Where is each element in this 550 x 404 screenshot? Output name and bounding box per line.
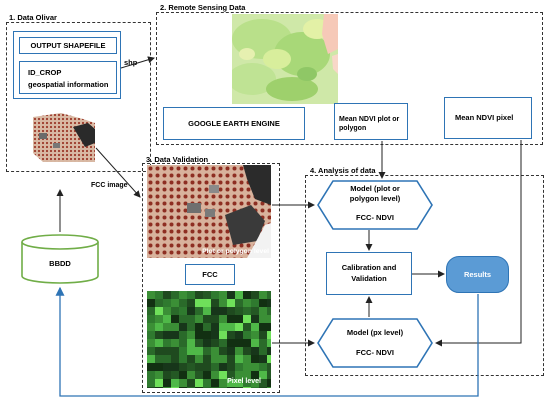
output-shapefile-title-text: OUTPUT SHAPEFILE — [30, 41, 106, 50]
section-data-olivar — [6, 22, 151, 172]
database-icon — [21, 234, 99, 284]
edge-label-fcc-image: FCC image — [91, 182, 128, 189]
section-label-data-validation: 3. Data Validation — [146, 155, 209, 164]
model-px-subtitle: FCC- NDVI — [356, 348, 394, 357]
fcc-box: FCC — [185, 264, 235, 285]
bbdd-label: BBDD — [49, 258, 71, 268]
ndvi-map-image — [232, 14, 338, 104]
model-plot-subtitle: FCC- NDVI — [356, 213, 394, 222]
google-earth-engine-box: GOOGLE EARTH ENGINE — [163, 107, 305, 140]
plot-level-image: Plot or polygon level — [147, 165, 271, 258]
model-plot-level: Model (plot or polygon level) FCC- NDVI — [317, 180, 433, 230]
pixel-level-caption: Pixel level — [227, 378, 261, 385]
mean-ndvi-pixel-label: Mean NDVI pixel — [455, 113, 514, 122]
output-shapefile-title: OUTPUT SHAPEFILE — [19, 37, 117, 54]
mean-ndvi-plot-box: Mean NDVI plot or polygon — [334, 103, 408, 140]
section-label-analysis: 4. Analysis of data — [310, 166, 376, 175]
calibration-validation-box: Calibration and Validation — [326, 252, 412, 295]
section-label-data-olivar: 1. Data Olivar — [9, 13, 57, 22]
edge-label-shp: shp — [124, 58, 138, 67]
model-plot-title: Model (plot or polygon level) — [349, 184, 401, 203]
model-pixel-level: Model (px level) FCC- NDVI — [317, 318, 433, 368]
mean-ndvi-pixel-box: Mean NDVI pixel — [444, 97, 532, 139]
section-label-remote-sensing: 2. Remote Sensing Data — [160, 3, 246, 12]
output-shapefile-attributes: ID_CROP geospatial information — [19, 61, 117, 94]
pixel-level-image: Pixel level — [147, 291, 271, 388]
plot-level-caption: Plot or polygon level — [202, 248, 269, 255]
results-node: Results — [446, 256, 509, 293]
shapefile-attr-geospatial: geospatial information — [28, 80, 109, 89]
google-earth-engine-label: GOOGLE EARTH ENGINE — [188, 119, 280, 128]
model-px-title: Model (px level) — [346, 328, 404, 337]
olive-grove-thumbnail — [33, 113, 95, 162]
section-remote-sensing — [156, 12, 543, 145]
mean-ndvi-plot-label: Mean NDVI plot or polygon — [339, 116, 400, 132]
calibration-validation-label: Calibration and Validation — [341, 263, 397, 283]
fcc-label: FCC — [202, 270, 218, 279]
bbdd-database: BBDD — [20, 233, 100, 285]
results-label: Results — [463, 270, 492, 279]
shapefile-attr-id-crop: ID_CROP — [28, 68, 62, 77]
